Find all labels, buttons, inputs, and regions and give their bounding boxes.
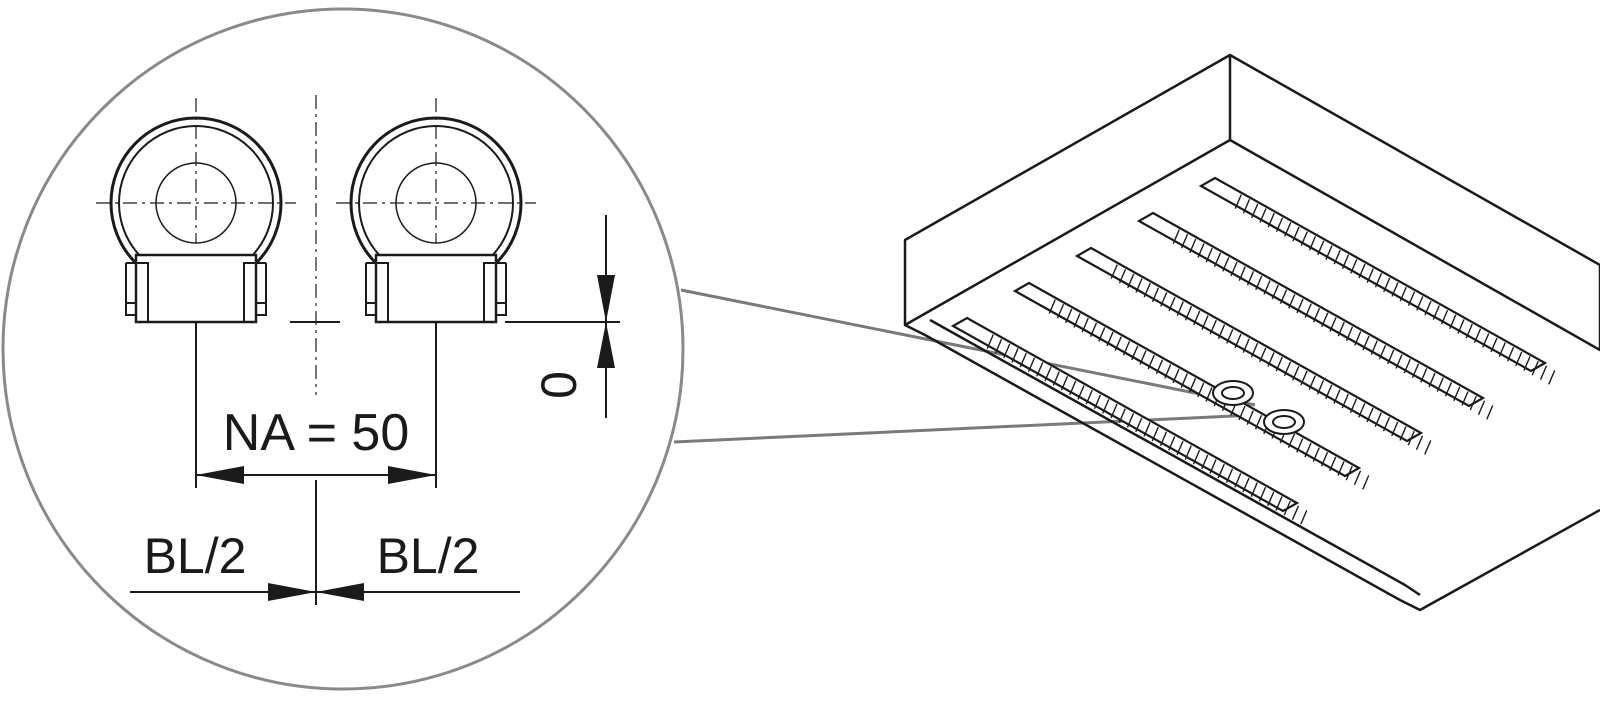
fin-strip — [1198, 176, 1548, 373]
detail-circle — [1, 7, 685, 691]
fin-strip — [1074, 246, 1424, 443]
fin-strip — [1136, 211, 1486, 408]
fin-comb — [1110, 264, 1432, 455]
left-pipe-fitting — [94, 96, 298, 324]
fin-comb — [1234, 194, 1556, 385]
convector-isometric-view — [903, 53, 1600, 612]
bl-left-dimension-label: BL/2 — [144, 528, 247, 584]
na-dimension-label: NA = 50 — [223, 404, 409, 462]
dimension-lines — [130, 95, 620, 605]
bl-right-dimension-label: BL/2 — [377, 528, 480, 584]
right-pipe-fitting — [334, 96, 538, 324]
pipe-connections — [1212, 380, 1305, 435]
fin-comb — [986, 334, 1308, 525]
heat-exchanger-fins — [950, 176, 1556, 525]
fin-comb — [1172, 229, 1494, 420]
fin-strip — [950, 316, 1300, 513]
offset-dimension-label: 0 — [531, 371, 587, 399]
leader-lines — [673, 288, 1256, 444]
